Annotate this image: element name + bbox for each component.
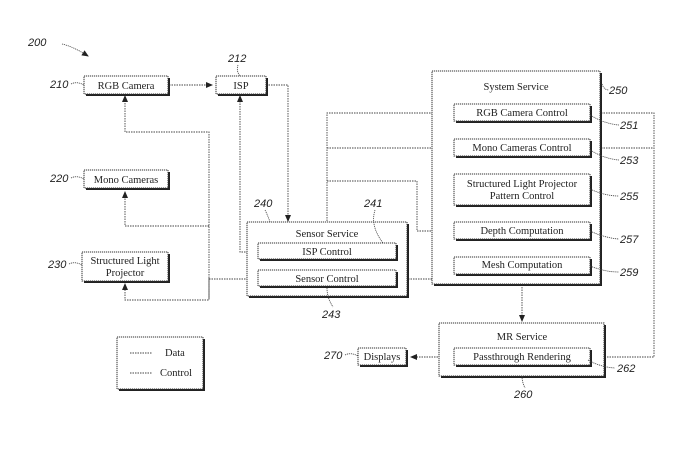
isp-leader (236, 64, 241, 77)
sensor-service-ref: 240 (253, 198, 273, 210)
structured-light-label-2: Projector (106, 268, 145, 279)
displays-ref: 270 (323, 350, 343, 362)
mr-service-block: MR Service 260 Passthrough Rendering 262 (438, 322, 635, 401)
isp-label: ISP (233, 81, 248, 92)
structured-light-label-1: Structured Light (90, 256, 159, 267)
slp-pattern-control-ref: 255 (619, 191, 639, 203)
legend: Data Control (116, 336, 205, 391)
isp-control-label: ISP Control (302, 247, 352, 258)
mono-cameras-ref: 220 (49, 173, 69, 185)
rgb-camera-block: RGB Camera 210 (49, 75, 170, 96)
mono-cameras-label: Mono Cameras (94, 175, 158, 186)
legend-control-label: Control (160, 368, 192, 379)
structured-light-block: Structured Light Projector 230 (47, 251, 170, 283)
control-to-mono-line (122, 191, 209, 227)
mr-service-label: MR Service (497, 332, 548, 343)
slp-pattern-control-label-2: Pattern Control (490, 191, 555, 202)
system-service-ref: 250 (608, 85, 628, 97)
isp-control-leader (373, 209, 384, 244)
displays-label: Displays (364, 352, 401, 363)
rgb-camera-ref: 210 (49, 79, 69, 91)
mr-service-ref: 260 (513, 389, 533, 401)
mesh-computation-ref: 259 (619, 267, 638, 279)
sensor-control-label: Sensor Control (295, 274, 358, 285)
system-service-leader (601, 83, 610, 91)
legend-data-label: Data (165, 348, 185, 359)
mono-cameras-block: Mono Cameras 220 (49, 169, 170, 190)
system-service-label: System Service (483, 82, 548, 93)
control-to-rgb-line (122, 95, 210, 298)
depth-computation-label: Depth Computation (480, 226, 564, 237)
passthrough-rendering-ref: 262 (616, 363, 635, 375)
rgb-control-to-passthrough-line (591, 112, 655, 360)
structured-light-ref: 230 (47, 259, 67, 271)
sensor-service-block: Sensor Service 240 ISP Control 241 Senso… (246, 198, 409, 321)
sensor-service-leader (264, 209, 271, 223)
sensor-control-leader (326, 287, 334, 308)
rgb-camera-control-label: RGB Camera Control (476, 108, 568, 119)
system-service-block: System Service 250 RGB Camera Control 25… (431, 70, 639, 286)
mesh-computation-label: Mesh Computation (482, 260, 564, 271)
slp-pattern-control-label-1: Structured Light Projector (467, 179, 578, 190)
figure-ref-arrow (61, 43, 89, 57)
mono-cameras-leader (70, 176, 85, 180)
slp-pattern-control-leader (589, 188, 620, 197)
mono-cameras-control-ref: 253 (619, 155, 639, 167)
passthrough-rendering-leader (587, 359, 616, 369)
rgb-camera-label: RGB Camera (98, 81, 155, 92)
isp-block: ISP 212 (215, 53, 268, 96)
depth-computation-leader (589, 230, 620, 240)
sensor-control-ref: 243 (321, 309, 341, 321)
mono-cameras-control-label: Mono Cameras Control (472, 143, 571, 154)
passthrough-rendering-label: Passthrough Rendering (473, 352, 571, 363)
figure-ref: 200 (27, 37, 47, 49)
rgb-camera-control-leader (589, 114, 620, 126)
displays-block: Displays 270 (323, 347, 408, 367)
isp-control-ref: 241 (363, 198, 382, 210)
mesh-computation-leader (589, 265, 620, 273)
displays-leader (344, 353, 359, 357)
rgb-camera-control-ref: 251 (619, 120, 638, 132)
depth-computation-ref: 257 (619, 234, 639, 246)
sensor-to-rgb-control-line (326, 110, 453, 221)
structured-light-leader (68, 262, 83, 266)
sensor-service-label: Sensor Service (296, 229, 359, 240)
control-to-slp-line (122, 278, 210, 301)
rgb-camera-leader (70, 82, 85, 86)
mono-cameras-control-leader (589, 149, 620, 161)
isp-to-sensor-line (266, 84, 291, 222)
isp-ref: 212 (227, 53, 246, 65)
mr-service-leader (521, 375, 526, 389)
